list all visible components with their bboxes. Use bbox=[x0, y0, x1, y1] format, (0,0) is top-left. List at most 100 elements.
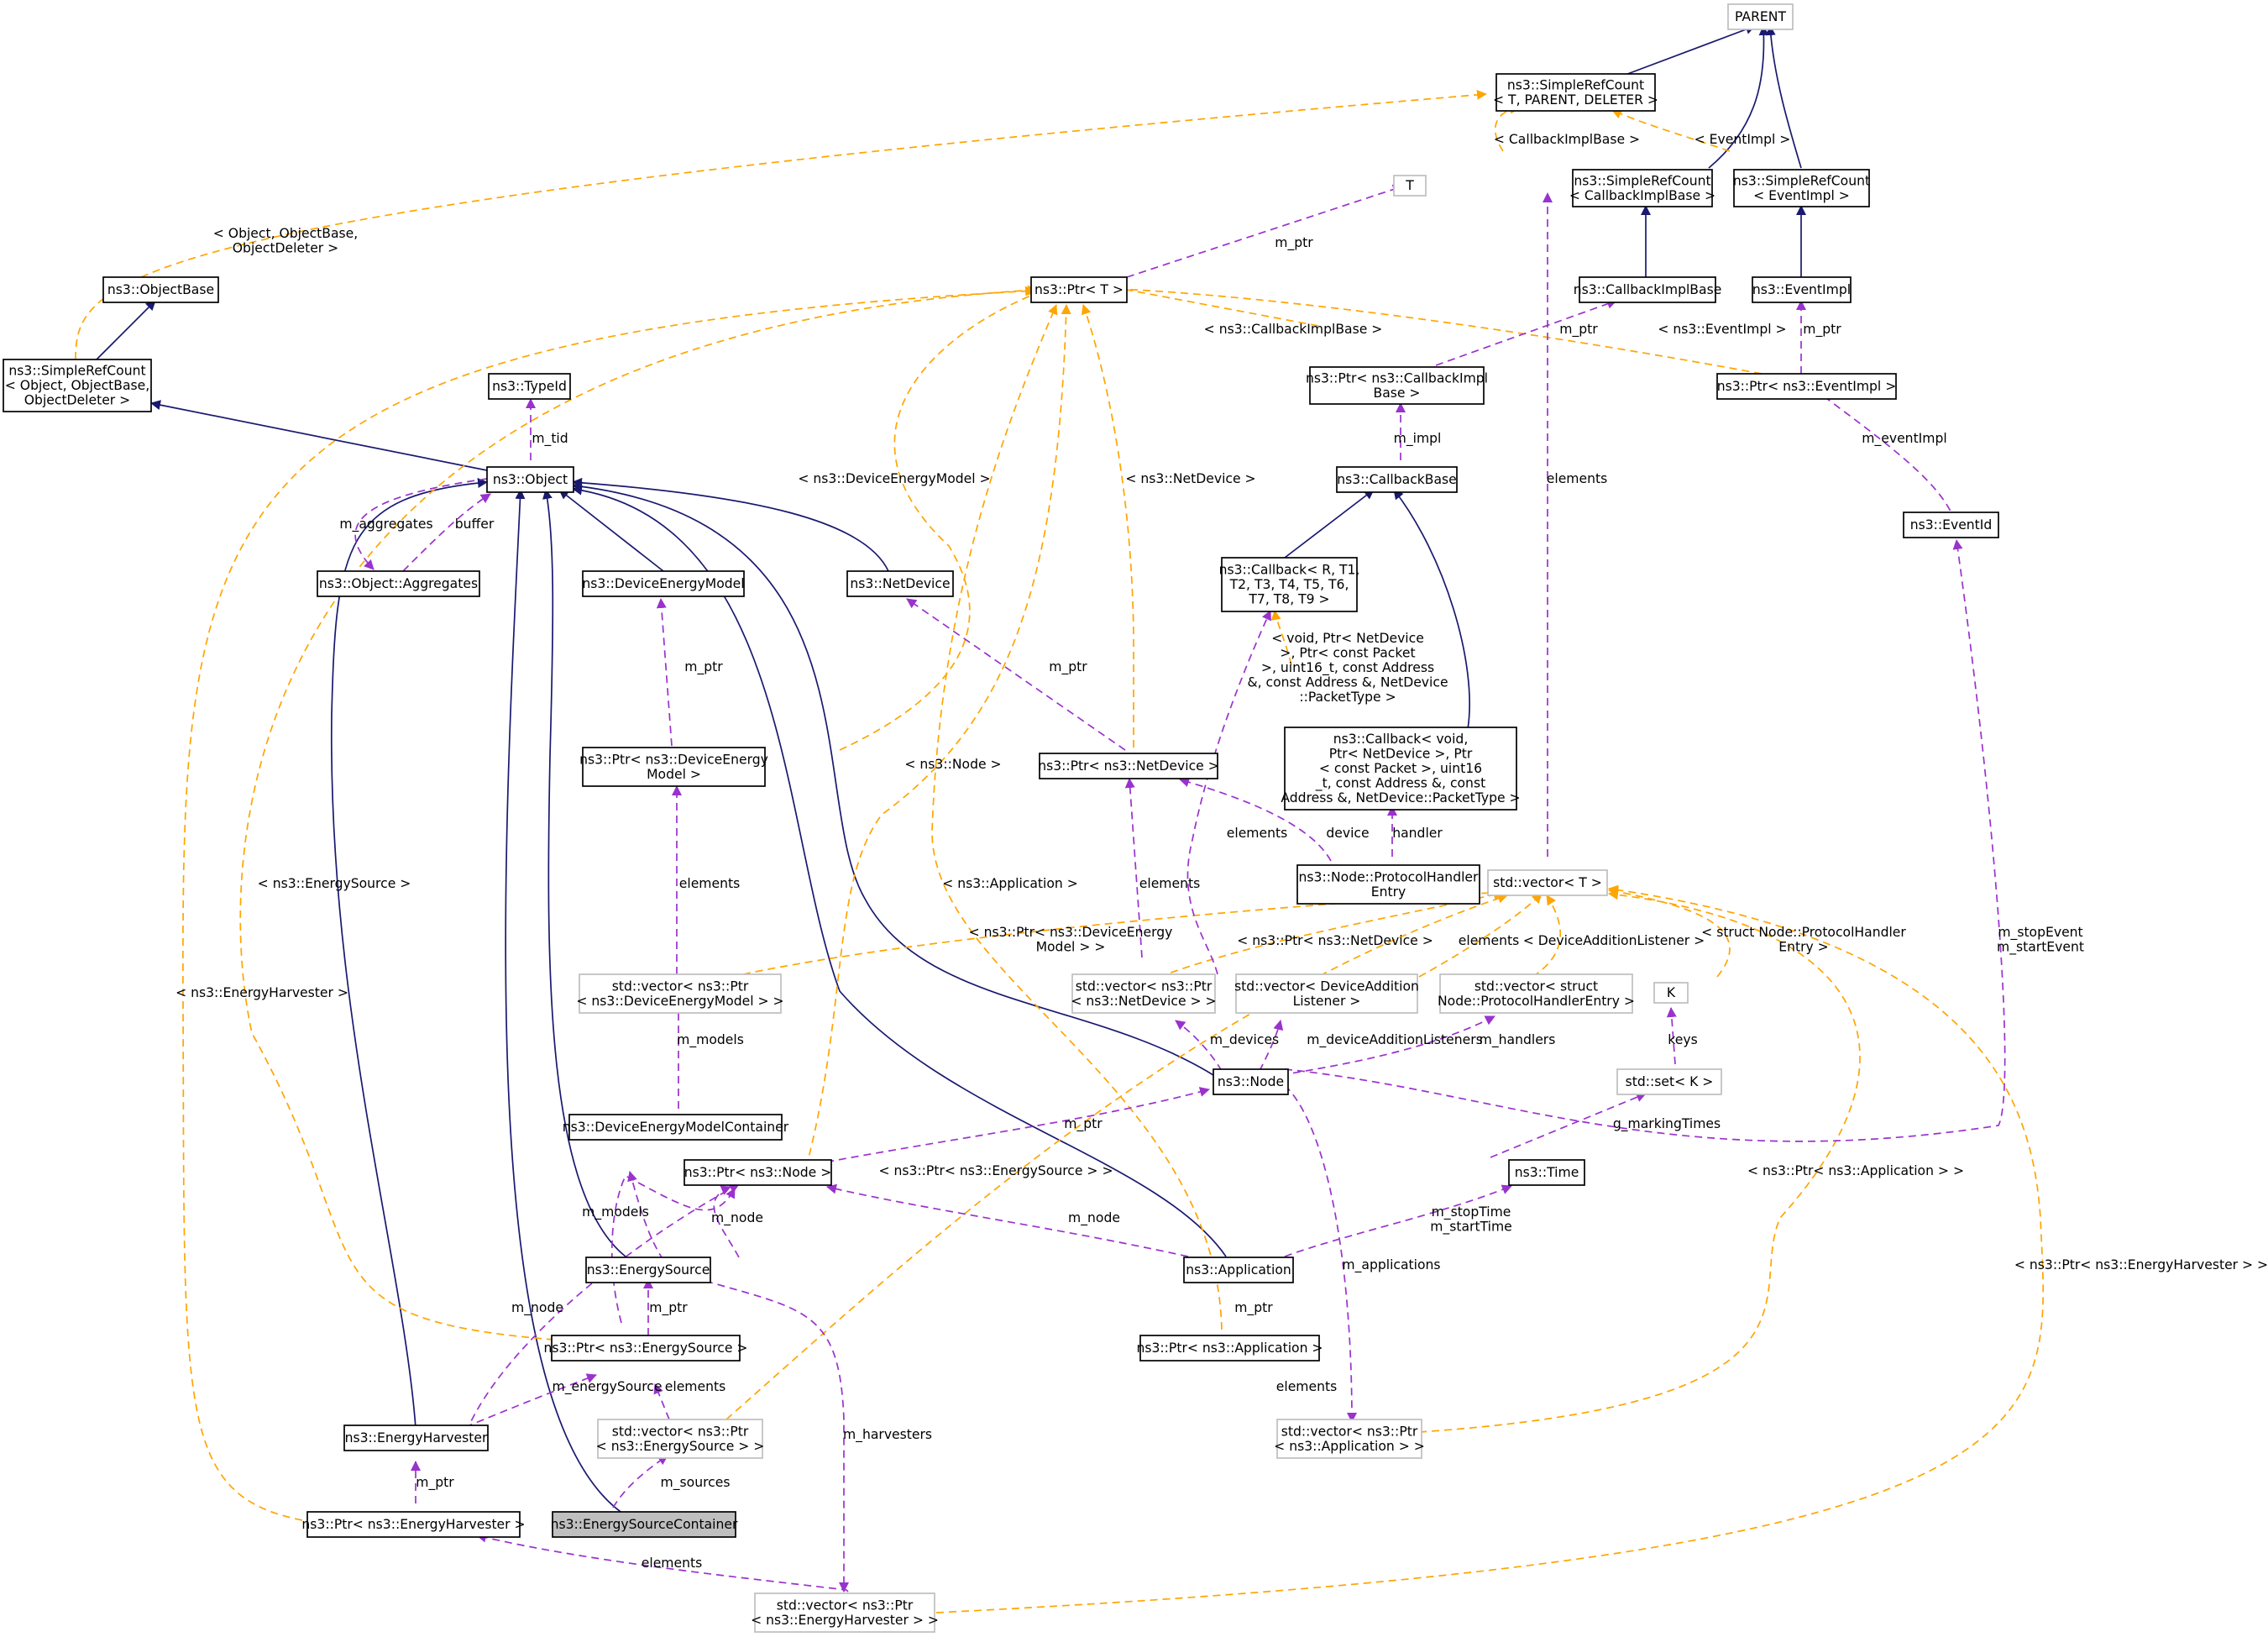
nodes: PARENT ns3::SimpleRefCount< T, PARENT, D… bbox=[3, 3, 1999, 1633]
edge-label-line: m_ptr bbox=[1234, 1300, 1273, 1316]
node-ptr-node[interactable]: ns3::Ptr< ns3::Node > bbox=[684, 1159, 832, 1186]
edge-label: m_tid bbox=[532, 431, 568, 447]
node-label: T2, T3, T4, T5, T6, bbox=[1229, 577, 1349, 592]
edge-label-line: < ns3::Ptr< ns3::DeviceEnergy bbox=[969, 925, 1173, 940]
inherit-edge bbox=[1708, 25, 1769, 169]
node-simplerefcount-callbackimplbase[interactable]: ns3::SimpleRefCount< CallbackImplBase > bbox=[1569, 169, 1715, 207]
node-eventimpl[interactable]: ns3::EventImpl bbox=[1752, 276, 1852, 303]
node-object-aggregates[interactable]: ns3::Object::Aggregates bbox=[317, 570, 480, 597]
edge-label-line: < DeviceAdditionListener > bbox=[1523, 933, 1705, 948]
node-set-k[interactable]: std::set< K > bbox=[1616, 1068, 1722, 1095]
node-vector-protocolhandlerentry[interactable]: std::vector< structNode::ProtocolHandler… bbox=[1438, 973, 1635, 1014]
template-edge bbox=[1095, 281, 1319, 327]
node-ptr-energysource[interactable]: ns3::Ptr< ns3::EnergySource > bbox=[544, 1335, 748, 1362]
node-k[interactable]: K bbox=[1653, 982, 1689, 1004]
node-t[interactable]: T bbox=[1393, 175, 1427, 197]
edge-label: m_ptr bbox=[1234, 1300, 1273, 1316]
node-objectbase[interactable]: ns3::ObjectBase bbox=[102, 276, 219, 303]
node-energyharvester[interactable]: ns3::EnergyHarvester bbox=[343, 1425, 489, 1451]
edge-label-line: < struct Node::ProtocolHandler bbox=[1701, 925, 1906, 940]
node-simplerefcount-object[interactable]: ns3::SimpleRefCount< Object, ObjectBase,… bbox=[3, 359, 152, 412]
node-energysourcecontainer[interactable]: ns3::EnergySourceContainer bbox=[551, 1511, 738, 1538]
edge-label: m_node bbox=[511, 1300, 563, 1316]
node-callback-template[interactable]: ns3::Callback< R, T1,T2, T3, T4, T5, T6,… bbox=[1219, 557, 1360, 612]
node-simplerefcount-t-parent-deleter[interactable]: ns3::SimpleRefCount< T, PARENT, DELETER … bbox=[1493, 73, 1658, 112]
node-label: Model > bbox=[647, 767, 701, 782]
edge-labels: < Object, ObjectBase,ObjectDeleter > < C… bbox=[175, 132, 2268, 1571]
node-box bbox=[1653, 982, 1689, 1004]
node-callbackbase[interactable]: ns3::CallbackBase bbox=[1336, 466, 1458, 493]
node-label: ns3::Ptr< ns3::EventImpl > bbox=[1717, 379, 1897, 394]
node-deviceenergymodel[interactable]: ns3::DeviceEnergyModel bbox=[582, 570, 745, 597]
node-eventid[interactable]: ns3::EventId bbox=[1903, 512, 1999, 538]
edge-label-line: keys bbox=[1668, 1032, 1697, 1047]
node-ptr-energyharvester[interactable]: ns3::Ptr< ns3::EnergyHarvester > bbox=[301, 1511, 526, 1538]
template-edge bbox=[1608, 886, 1731, 978]
node-ptr-eventimpl[interactable]: ns3::Ptr< ns3::EventImpl > bbox=[1716, 373, 1897, 400]
node-simplerefcount-eventimpl[interactable]: ns3::SimpleRefCount< EventImpl > bbox=[1733, 169, 1870, 207]
edge-label-line: >, Ptr< const Packet bbox=[1280, 646, 1415, 661]
edge-label: < ns3::EventImpl > bbox=[1658, 322, 1786, 337]
node-protocolhandlerentry[interactable]: ns3::Node::ProtocolHandlerEntry bbox=[1296, 864, 1480, 905]
node-vector-ptr-application[interactable]: std::vector< ns3::Ptr< ns3::Application … bbox=[1274, 1419, 1425, 1459]
node-box bbox=[551, 1335, 741, 1362]
template-edge bbox=[182, 286, 1035, 1521]
node-box bbox=[1296, 864, 1480, 905]
node-typeid[interactable]: ns3::TypeId bbox=[488, 373, 571, 400]
node-label: ns3::TypeId bbox=[492, 379, 567, 394]
node-deviceenergymodelcontainer[interactable]: ns3::DeviceEnergyModelContainer bbox=[563, 1114, 789, 1141]
node-ptr-callbackimplbase[interactable]: ns3::Ptr< ns3::CallbackImplBase > bbox=[1306, 366, 1488, 405]
node-box bbox=[1071, 973, 1216, 1014]
node-energysource[interactable]: ns3::EnergySource bbox=[585, 1257, 711, 1283]
node-object[interactable]: ns3::Object bbox=[486, 466, 574, 493]
edge-label-line: < Object, ObjectBase, bbox=[213, 226, 358, 241]
edge-label-line: m_energySource bbox=[553, 1379, 663, 1395]
node-label: ns3::CallbackImplBase bbox=[1574, 282, 1722, 297]
node-node[interactable]: ns3::Node bbox=[1213, 1068, 1289, 1095]
node-box bbox=[1039, 753, 1218, 779]
node-label: ns3::Ptr< ns3::CallbackImpl bbox=[1306, 370, 1488, 386]
node-vector-t[interactable]: std::vector< T > bbox=[1487, 869, 1608, 896]
node-ptr-deviceenergymodel[interactable]: ns3::Ptr< ns3::DeviceEnergyModel > bbox=[579, 747, 768, 787]
node-box bbox=[1309, 366, 1485, 405]
node-label: Address &, NetDevice::PacketType > bbox=[1281, 790, 1520, 805]
node-label: _t, const Address &, const bbox=[1315, 776, 1485, 792]
node-label: < ns3::Application > > bbox=[1274, 1439, 1425, 1454]
node-label: ns3::Application bbox=[1186, 1262, 1291, 1278]
node-netdevice[interactable]: ns3::NetDevice bbox=[846, 570, 954, 597]
node-application[interactable]: ns3::Application bbox=[1183, 1257, 1294, 1283]
edge-label-line: m_ptr bbox=[649, 1300, 688, 1316]
edge-label-line: m_models bbox=[677, 1032, 744, 1048]
node-label: ns3::EnergyHarvester bbox=[345, 1430, 488, 1445]
edge-label: < EventImpl > bbox=[1694, 132, 1791, 147]
node-ptr-t[interactable]: ns3::Ptr< T > bbox=[1030, 276, 1128, 303]
node-label: std::vector< DeviceAddition bbox=[1234, 979, 1419, 994]
node-callback-instance[interactable]: ns3::Callback< void,Ptr< NetDevice >, Pt… bbox=[1281, 727, 1521, 811]
node-ptr-application[interactable]: ns3::Ptr< ns3::Application > bbox=[1137, 1335, 1323, 1362]
node-vector-ptr-energyharvester[interactable]: std::vector< ns3::Ptr< ns3::EnergyHarves… bbox=[751, 1592, 939, 1633]
edge-label: m_eventImpl bbox=[1862, 431, 1946, 447]
edge-label: elements bbox=[1459, 933, 1519, 948]
node-box bbox=[582, 570, 745, 597]
edges bbox=[75, 24, 2045, 1613]
edge-label-line: < EventImpl > bbox=[1694, 132, 1791, 147]
node-vector-ptr-deviceenergymodel[interactable]: std::vector< ns3::Ptr< ns3::DeviceEnergy… bbox=[576, 973, 784, 1014]
edge-label-line: < ns3::Application > bbox=[942, 876, 1078, 891]
node-box bbox=[1716, 373, 1897, 400]
node-parent[interactable]: PARENT bbox=[1727, 3, 1794, 30]
node-ptr-netdevice[interactable]: ns3::Ptr< ns3::NetDevice > bbox=[1038, 753, 1219, 779]
node-time[interactable]: ns3::Time bbox=[1508, 1159, 1585, 1186]
edge-label-line: Entry > bbox=[1778, 940, 1829, 955]
node-box bbox=[1030, 276, 1128, 303]
node-box bbox=[317, 570, 480, 597]
node-box bbox=[1213, 1068, 1289, 1095]
node-callbackimplbase[interactable]: ns3::CallbackImplBase bbox=[1574, 276, 1722, 303]
node-vector-ptr-netdevice[interactable]: std::vector< ns3::Ptr< ns3::NetDevice > … bbox=[1071, 973, 1217, 1014]
node-box bbox=[486, 466, 574, 493]
node-vector-deviceadditionlistener[interactable]: std::vector< DeviceAdditionListener > bbox=[1234, 973, 1419, 1014]
edge-label-line: m_models bbox=[582, 1204, 649, 1220]
node-label: ns3::Time bbox=[1515, 1165, 1579, 1180]
member-edge bbox=[656, 598, 673, 747]
node-vector-ptr-energysource[interactable]: std::vector< ns3::Ptr< ns3::EnergySource… bbox=[596, 1419, 765, 1459]
